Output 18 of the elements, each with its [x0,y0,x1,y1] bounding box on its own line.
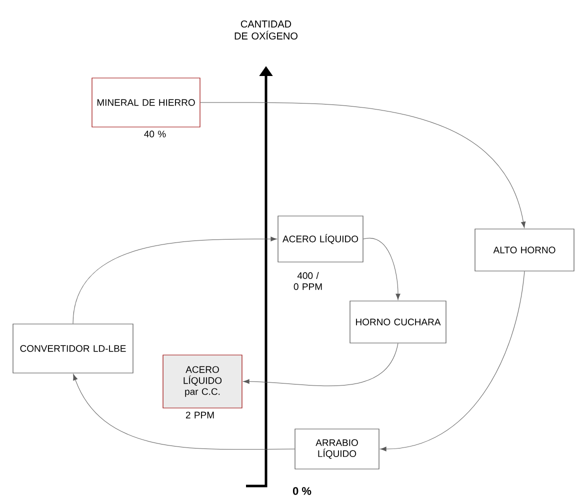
process-box: ALTO HORNO [474,228,574,272]
note-text: 40 % [144,130,166,138]
axis-label: 0 % [292,487,312,495]
process-box: CONVERTIDOR LD-LBE [12,324,134,374]
process-box: ACERO LÍQUIDO par C.C. [162,354,242,408]
arrow [363,238,400,300]
arrow [72,236,277,324]
note-text: 2 PPM [186,412,214,418]
process-box: ARRABIO LÍQUIDO [294,428,380,470]
process-box: HORNO CUCHARA [350,300,446,344]
note-text: 400 / 0 PPM [294,272,322,290]
arrow [243,343,398,386]
arrow [200,102,526,228]
process-box: ACERO LÍQUIDO [278,216,364,262]
process-box: MINERAL DE HIERRO [92,78,200,128]
arrow [73,374,295,450]
arrow [380,271,525,452]
axis-title: CANTIDAD DE OXÍGENO [234,20,298,40]
